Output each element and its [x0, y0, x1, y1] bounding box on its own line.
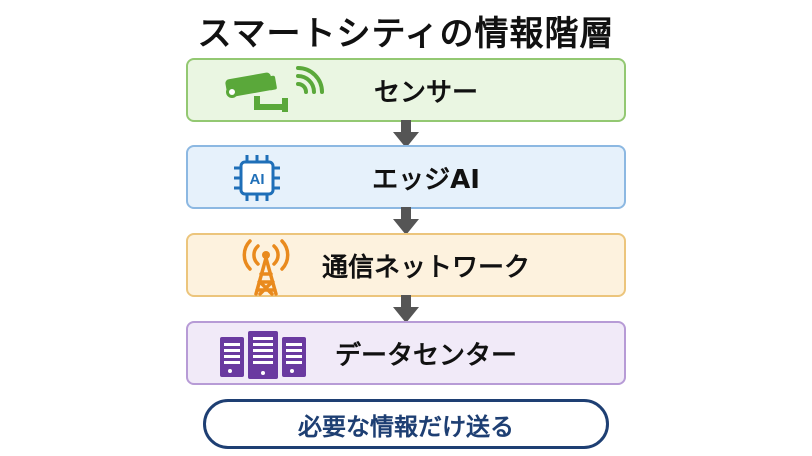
down-arrow-icon	[393, 207, 419, 235]
chip-text: AI	[250, 171, 265, 188]
radio-tower-icon	[242, 239, 290, 296]
layer-label: 通信ネットワーク	[321, 252, 530, 283]
down-arrow-icon	[393, 295, 419, 323]
summary-pill: 必要な情報だけ送る	[203, 399, 609, 449]
server-rack-icon	[220, 331, 306, 379]
layer-edge-ai: AI エッジAI	[186, 145, 626, 209]
layer-label: エッジAI	[372, 164, 480, 195]
layer-label: データセンター	[334, 340, 517, 371]
layer-network: 通信ネットワーク	[186, 233, 626, 297]
cctv-camera-icon	[225, 66, 324, 112]
ai-chip-icon: AI	[234, 155, 280, 201]
layer-sensor: センサー	[186, 58, 626, 122]
layer-data-center: データセンター	[186, 321, 626, 385]
page-title: スマートシティの情報階層	[197, 14, 615, 54]
layer-label: センサー	[373, 77, 478, 108]
down-arrow-icon	[393, 120, 419, 148]
